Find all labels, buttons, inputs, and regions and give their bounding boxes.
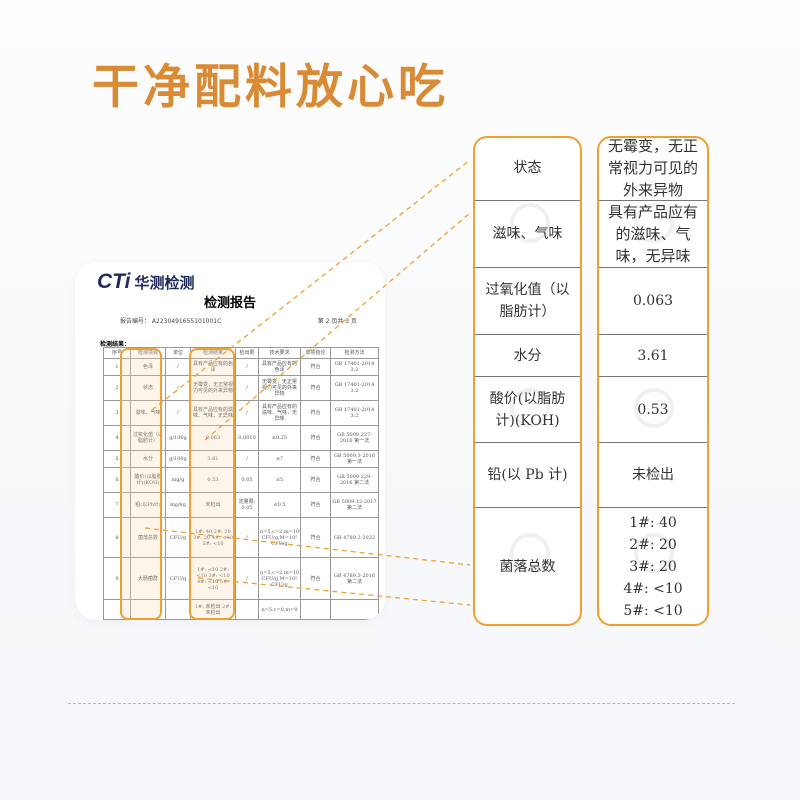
table-cell: GB 4789.2-2022 <box>330 517 379 558</box>
table-cell: GB 5009.229-2016 第二法 <box>330 467 379 493</box>
table-cell: / <box>235 450 259 468</box>
table-cell: g/100g <box>165 425 191 451</box>
table-cell: 检出限 <box>235 347 259 359</box>
cti-logo: CTi 华测检测 <box>97 270 194 294</box>
table-cell: mg/g <box>165 467 191 493</box>
table-cell: / <box>165 400 191 426</box>
test-report-card: CTi 华测检测 检测报告 报告编号： A2230491655101001C 第… <box>75 262 385 620</box>
table-cell: GB 4789.3-2016 第二法 <box>330 557 379 600</box>
colony-value: 4#: <10 <box>623 581 683 597</box>
table-cell: ≤5 <box>258 467 301 493</box>
item-cell: 铅(以 Pb 计) <box>475 443 580 508</box>
table-cell <box>330 599 379 620</box>
table-cell: 符合 <box>300 375 331 401</box>
table-cell: 0.0010 <box>235 425 259 451</box>
table-cell: 符合 <box>300 467 331 493</box>
table-cell: / <box>235 517 259 558</box>
cti-watermark-icon <box>634 388 674 428</box>
table-cell: 单项结论 <box>300 347 331 359</box>
cti-watermark-icon <box>510 203 550 243</box>
colony-value: 5#: <10 <box>623 603 683 619</box>
highlight-item-column <box>120 348 162 620</box>
table-cell: mg/kg <box>165 492 191 518</box>
table-cell: n=5,c=2,m=10⁴ CFU/g,M=10⁵ CFU/g <box>258 517 301 558</box>
table-cell: 符合 <box>300 557 331 600</box>
colony-value: 1#: 40 <box>629 515 677 531</box>
table-cell: 具有产品应有的色泽 <box>258 358 301 376</box>
table-cell: 符合 <box>300 492 331 518</box>
result-cell: 未检出 <box>599 443 707 508</box>
highlight-result-column <box>189 348 235 620</box>
table-cell: GB 17401-2014 3.2 <box>330 375 379 401</box>
table-cell: / <box>235 400 259 426</box>
table-cell: 无霉变，无正常视力可见的外来异物 <box>258 375 301 401</box>
table-cell: / <box>235 375 259 401</box>
table-cell: 技术要求 <box>258 347 301 359</box>
table-cell: 单位 <box>165 347 191 359</box>
table-cell <box>165 599 191 620</box>
table-cell: n=5,c=0,m=0 <box>258 599 301 620</box>
table-cell <box>300 599 331 620</box>
table-cell: 3 <box>103 400 131 426</box>
divider <box>68 703 735 704</box>
table-cell: 符合 <box>300 358 331 376</box>
table-cell: / <box>235 557 259 600</box>
headline: 干净配料放心吃 <box>92 60 449 115</box>
result-cell: 3.61 <box>599 335 707 377</box>
table-cell: GB 5009.12-2017 第二法 <box>330 492 379 518</box>
table-cell: g/100g <box>165 450 191 468</box>
table-cell: ≤7 <box>258 450 301 468</box>
table-cell: 具有产品应有的滋味、气味，无异味 <box>258 400 301 426</box>
logo-mark: CTi <box>97 270 131 293</box>
table-cell: 符合 <box>300 450 331 468</box>
table-cell: 符合 <box>300 425 331 451</box>
results-label: 检测结果： <box>100 341 131 348</box>
table-cell: 0.05 <box>235 467 259 493</box>
result-cell: 0.063 <box>599 268 707 335</box>
report-page: 第 2 页共 3 页 <box>317 318 357 325</box>
table-cell: GB 17401-2014 3.2 <box>330 358 379 376</box>
table-cell: 符合 <box>300 517 331 558</box>
table-cell: ≤0.5 <box>258 492 301 518</box>
cti-watermark-icon <box>510 533 550 573</box>
table-cell: GB 5009.3-2016 第一法 <box>330 450 379 468</box>
item-cell: 水分 <box>475 335 580 377</box>
table-cell: CFU/g <box>165 557 191 600</box>
cti-watermark-icon <box>634 203 674 243</box>
logo-name: 华测检测 <box>134 274 195 292</box>
table-cell: ≤0.25 <box>258 425 301 451</box>
table-cell: n=5,c=2,m=10 CFU/g,M=10² CFU/g <box>258 557 301 600</box>
table-cell: 符合 <box>300 400 331 426</box>
table-cell: / <box>165 358 191 376</box>
table-cell: 检测方法 <box>330 347 379 359</box>
table-cell: 定量限: 0.05 <box>235 492 259 518</box>
table-cell: CFU/g <box>165 517 191 558</box>
cti-watermark-icon <box>634 533 674 573</box>
table-cell <box>235 599 259 620</box>
table-cell: GB 17401-2014 3.2 <box>330 400 379 426</box>
item-zoom-table: 状态滋味、气味过氧化值（以脂肪计）水分酸价(以脂肪计)(KOH)铅(以 Pb 计… <box>473 136 582 626</box>
item-cell: 状态 <box>475 138 580 201</box>
table-cell: / <box>165 375 191 401</box>
table-cell: / <box>235 358 259 376</box>
report-title: 检测报告 <box>203 296 256 311</box>
item-cell: 过氧化值（以脂肪计） <box>475 268 580 335</box>
cti-watermark-icon <box>510 388 550 428</box>
report-number: 报告编号： A2230491655101001C <box>120 318 222 325</box>
table-cell: GB 5009.227-2016 第一法 <box>330 425 379 451</box>
table-cell: 0.53 <box>190 467 236 493</box>
result-cell: 无霉变，无正常视力可见的外来异物 <box>599 138 707 201</box>
